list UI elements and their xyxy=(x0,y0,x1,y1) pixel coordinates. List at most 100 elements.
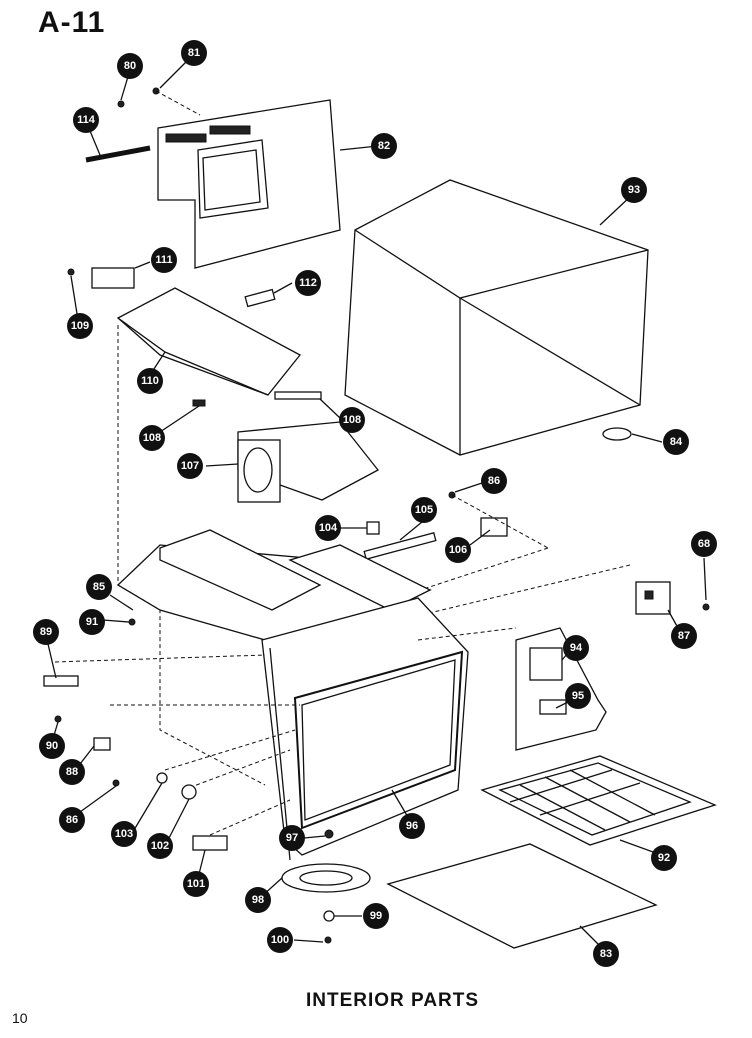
callout-98: 98 xyxy=(245,887,271,913)
oven-cavity-96 xyxy=(261,597,469,861)
callout-101: 101 xyxy=(183,871,209,897)
callout-94: 94 xyxy=(563,635,589,661)
screw-100 xyxy=(324,936,332,944)
screw-68 xyxy=(702,603,710,611)
callout-86: 86 xyxy=(481,468,507,494)
callout-102: 102 xyxy=(147,833,173,859)
back-panel-82 xyxy=(157,99,341,269)
callout-103: 103 xyxy=(111,821,137,847)
callout-68: 68 xyxy=(691,531,717,557)
page-title: A-11 xyxy=(38,6,106,39)
callout-label: 103 xyxy=(115,828,133,840)
callout-86b: 86 xyxy=(59,807,85,833)
callout-label: 102 xyxy=(151,840,169,852)
tray-92 xyxy=(480,755,717,846)
callout-label: 108 xyxy=(343,414,361,426)
callout-109: 109 xyxy=(67,313,93,339)
part-101 xyxy=(192,835,228,851)
callout-label: 81 xyxy=(188,47,200,59)
parts-94-95-box xyxy=(515,627,607,751)
callout-label: 114 xyxy=(77,114,96,126)
callout-label: 108 xyxy=(143,432,161,444)
strip-108 xyxy=(274,391,322,400)
callout-label: 109 xyxy=(71,320,89,332)
callout-93: 93 xyxy=(621,177,647,203)
callout-97: 97 xyxy=(279,825,305,851)
callout-87: 87 xyxy=(671,623,697,649)
screw-80 xyxy=(117,100,125,108)
callout-112: 112 xyxy=(295,270,321,296)
part-97 xyxy=(324,829,334,839)
callout-89: 89 xyxy=(33,619,59,645)
disc-84 xyxy=(602,427,632,441)
air-duct-107 xyxy=(237,421,379,503)
callout-91: 91 xyxy=(79,609,105,635)
callout-95: 95 xyxy=(565,683,591,709)
callout-label: 85 xyxy=(93,581,105,593)
callout-label: 83 xyxy=(600,948,612,960)
callout-label: 68 xyxy=(698,538,710,550)
callout-84: 84 xyxy=(663,429,689,455)
callout-108b: 108 xyxy=(139,425,165,451)
callout-83: 83 xyxy=(593,941,619,967)
callout-label: 100 xyxy=(271,934,289,946)
stirrer-98 xyxy=(281,863,371,893)
callout-88: 88 xyxy=(59,759,85,785)
callout-label: 91 xyxy=(86,616,98,628)
callout-label: 111 xyxy=(155,254,172,266)
callout-111: 111 xyxy=(151,247,177,273)
callout-label: 112 xyxy=(299,277,317,289)
callout-85: 85 xyxy=(86,574,112,600)
callout-label: 93 xyxy=(628,184,640,196)
callout-107: 107 xyxy=(177,453,203,479)
callout-label: 86 xyxy=(66,814,78,826)
part-103 xyxy=(156,772,168,784)
callout-label: 110 xyxy=(141,375,159,387)
rod-114 xyxy=(85,145,151,163)
outer-cabinet-93 xyxy=(344,179,649,456)
callout-label: 84 xyxy=(670,436,683,448)
callout-105: 105 xyxy=(411,497,437,523)
callout-label: 89 xyxy=(40,626,52,638)
callout-layer: 80 81 114 82 93 111 109 112 110 108 108 107 84 86 104 1… xyxy=(33,40,717,967)
bracket-111 xyxy=(91,267,135,289)
callout-81: 81 xyxy=(181,40,207,66)
callout-106: 106 xyxy=(445,537,471,563)
callout-label: 94 xyxy=(570,642,583,654)
callout-label: 86 xyxy=(488,475,500,487)
callout-label: 105 xyxy=(415,504,433,516)
callout-92: 92 xyxy=(651,845,677,871)
callout-label: 101 xyxy=(187,878,205,890)
callout-108: 108 xyxy=(339,407,365,433)
figure-caption: INTERIOR PARTS xyxy=(306,990,480,1011)
callout-label: 104 xyxy=(319,522,338,534)
callout-label: 106 xyxy=(449,544,467,556)
callout-label: 98 xyxy=(252,894,264,906)
screw-91 xyxy=(128,618,136,626)
callout-label: 82 xyxy=(378,140,390,152)
part-99 xyxy=(323,910,335,922)
callout-80: 80 xyxy=(117,53,143,79)
callout-label: 87 xyxy=(678,630,690,642)
callout-label: 99 xyxy=(370,910,382,922)
clip-112 xyxy=(244,288,276,308)
callout-110: 110 xyxy=(137,368,163,394)
callout-100: 100 xyxy=(267,927,293,953)
callout-82: 82 xyxy=(371,133,397,159)
part-102 xyxy=(181,784,197,800)
callout-label: 88 xyxy=(66,766,78,778)
callout-104: 104 xyxy=(315,515,341,541)
switch-104 xyxy=(366,521,380,535)
callout-label: 90 xyxy=(46,740,58,752)
screw-86b xyxy=(112,779,120,787)
callout-label: 80 xyxy=(124,60,136,72)
rail-105 xyxy=(363,532,437,560)
callout-label: 95 xyxy=(572,690,584,702)
clip-108b xyxy=(192,399,206,407)
callout-90: 90 xyxy=(39,733,65,759)
callout-label: 97 xyxy=(286,832,298,844)
callout-99: 99 xyxy=(363,903,389,929)
screw-109 xyxy=(67,268,75,276)
bracket-89 xyxy=(43,675,79,687)
